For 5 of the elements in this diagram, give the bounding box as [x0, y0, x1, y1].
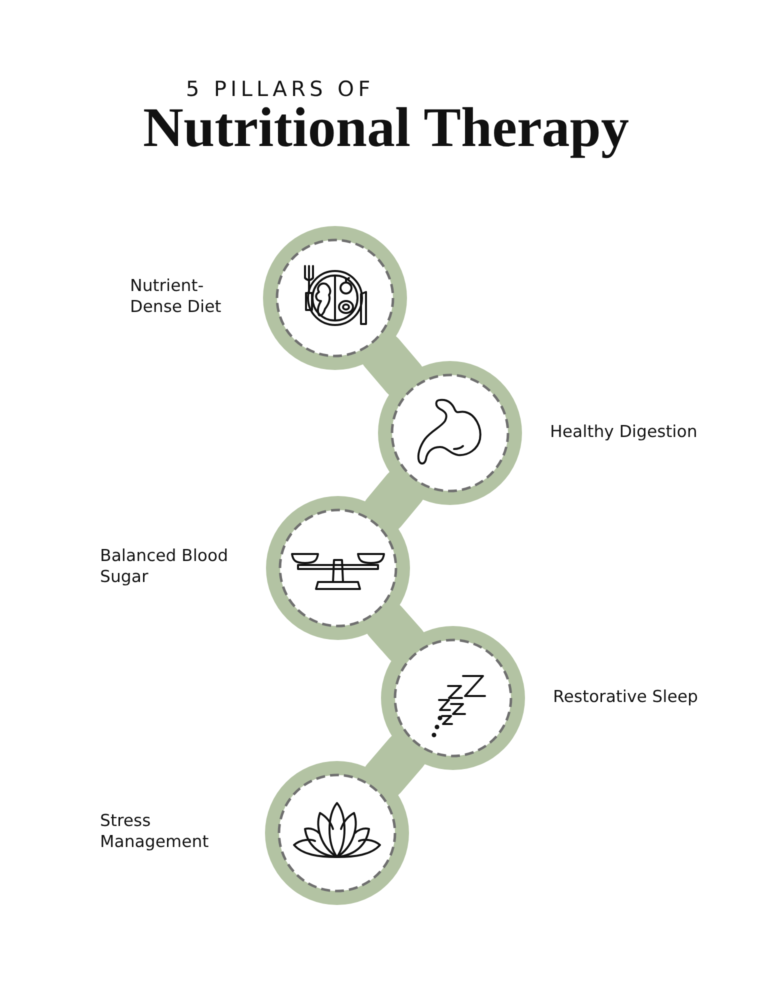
- pillar-label: Balanced Blood Sugar: [100, 545, 230, 587]
- pillar-label: Healthy Digestion: [550, 420, 698, 442]
- pillar-label: Nutrient- Dense Diet: [130, 275, 222, 317]
- pillar-label: Stress Management: [100, 810, 210, 852]
- pillar-label: Restorative Sleep: [553, 686, 699, 706]
